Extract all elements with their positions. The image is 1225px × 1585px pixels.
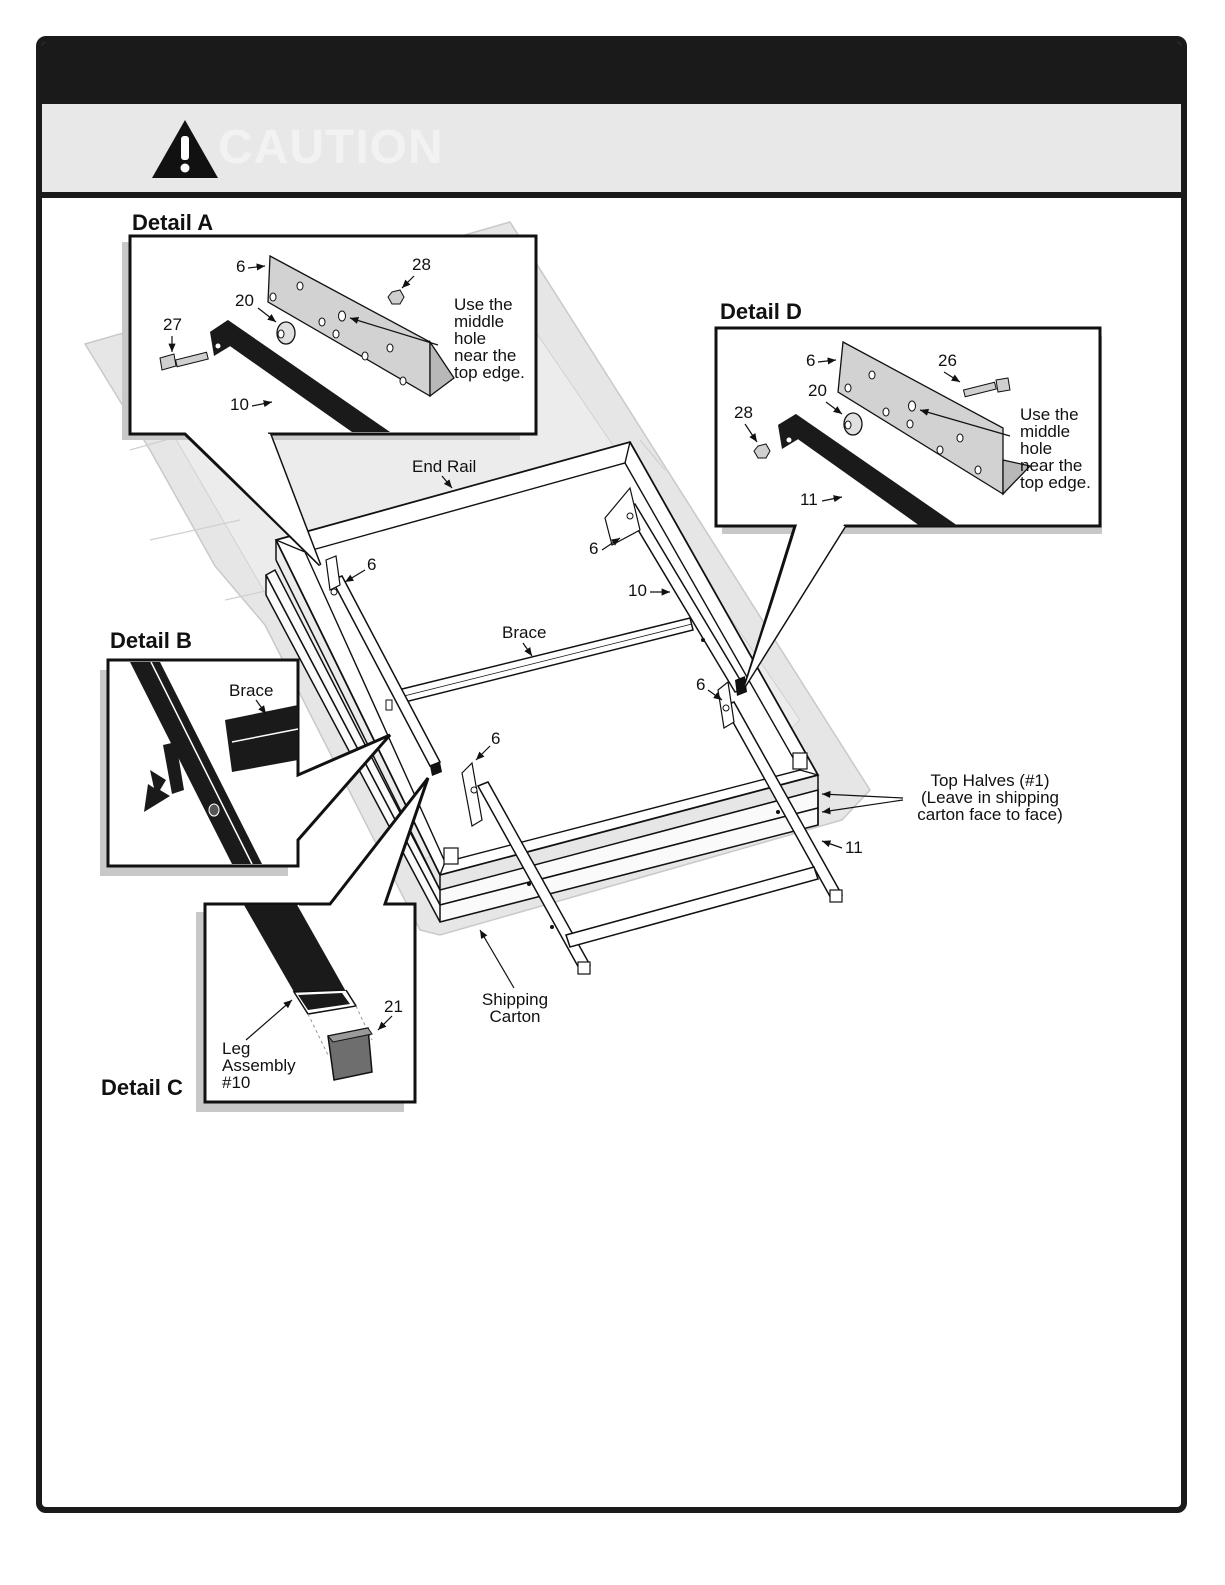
top-halves-label: carton face to face) — [917, 805, 1063, 824]
detail-c-title: Detail C — [101, 1075, 183, 1100]
brace-label: Brace — [502, 623, 546, 642]
part-20-label: 20 — [235, 291, 254, 310]
part-27-label: 27 — [163, 315, 182, 334]
note-line: top edge. — [1020, 473, 1091, 492]
part-10-label: 10 — [230, 395, 249, 414]
part-11-label: 11 — [800, 490, 818, 509]
bracket-6-label: 6 — [589, 539, 598, 558]
shipping-carton-label: Carton — [489, 1007, 540, 1026]
leg-11-label: 11 — [845, 838, 863, 857]
part-21-label: 21 — [384, 997, 403, 1016]
leg-assembly-label: #10 — [222, 1073, 250, 1092]
brace-label: Brace — [229, 681, 273, 700]
bracket-6-label: 6 — [367, 555, 376, 574]
leg-10-label: 10 — [628, 581, 647, 600]
end-rail-label: End Rail — [412, 457, 476, 476]
part-6-label: 6 — [236, 257, 245, 276]
part-28-label: 28 — [734, 403, 753, 422]
bracket-6-label: 6 — [696, 675, 705, 694]
detail-d: Detail D 6 26 20 28 11 — [716, 299, 1102, 686]
part-28-label: 28 — [412, 255, 431, 274]
detail-a-title: Detail A — [132, 210, 213, 235]
part-26-label: 26 — [938, 351, 957, 370]
part-6-label: 6 — [806, 351, 815, 370]
bracket-6-label: 6 — [491, 729, 500, 748]
part-20-label: 20 — [808, 381, 827, 400]
note-line: top edge. — [454, 363, 525, 382]
detail-b-title: Detail B — [110, 628, 192, 653]
detail-d-title: Detail D — [720, 299, 802, 324]
